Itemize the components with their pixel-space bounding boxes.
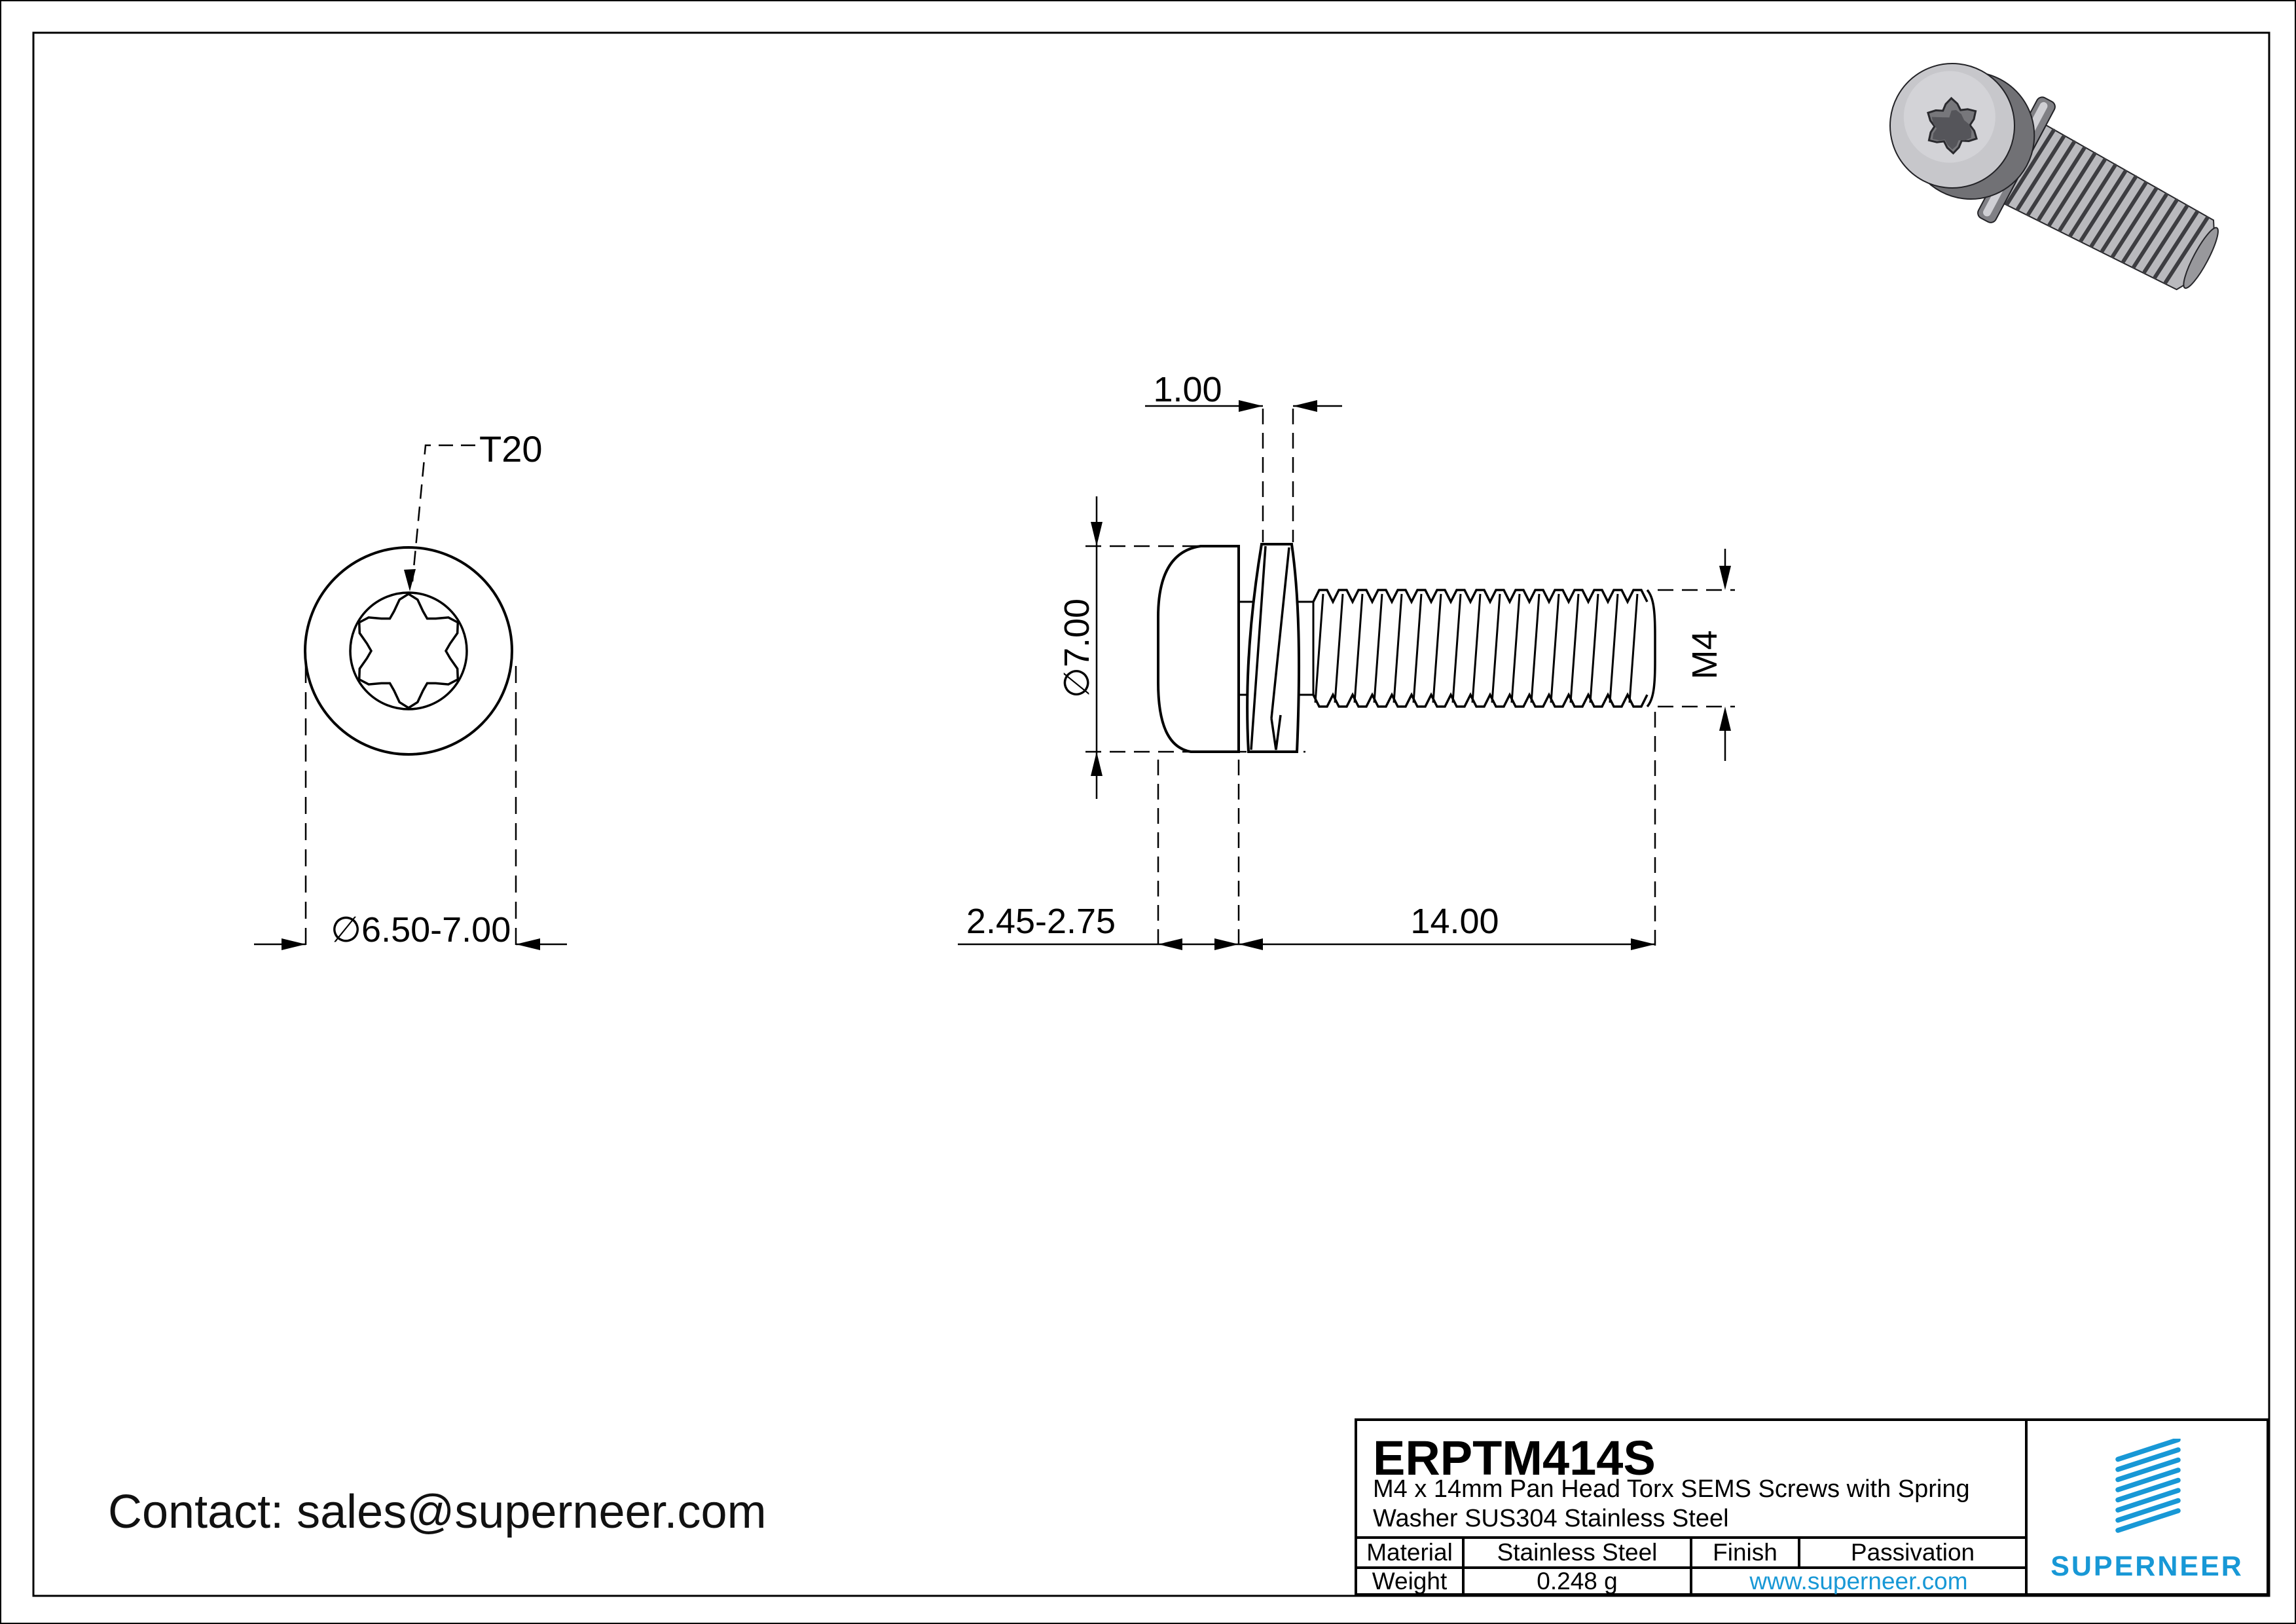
front-extension-lines — [304, 666, 517, 950]
head-outline-circle — [304, 546, 513, 756]
finish-value: Passivation — [1850, 1539, 1975, 1566]
weight-value: 0.248 g — [1537, 1567, 1618, 1595]
tb-divider-col3 — [1798, 1536, 1800, 1566]
material-label: Material — [1366, 1539, 1453, 1566]
render-3d — [1889, 62, 2219, 291]
front-view: ∅6.50-7.00 T20 — [254, 428, 567, 950]
part-description-line1: M4 x 14mm Pan Head Torx SEMS Screws with… — [1373, 1475, 1970, 1503]
material-value: Stainless Steel — [1497, 1539, 1658, 1566]
spring-washer-outline — [1246, 543, 1301, 753]
contact-line: Contact: sales@superneer.com — [108, 1486, 767, 1538]
washer-dim-arrow-left — [1239, 400, 1263, 412]
torx-leader-line — [411, 444, 475, 582]
side-head-diameter-label: ∅7.00 — [1057, 599, 1097, 698]
spring-washer-split-lines — [1250, 545, 1290, 750]
torx-recess-circle — [349, 591, 468, 710]
drawing-frame — [32, 31, 2270, 1597]
brand-logo-stripes — [2115, 1439, 2181, 1533]
part-description: M4 x 14mm Pan Head Torx SEMS Screws with… — [1373, 1475, 1970, 1534]
pan-head-outline — [1157, 545, 1240, 753]
thread-end-cap — [1646, 589, 1656, 708]
weight-label: Weight — [1372, 1567, 1448, 1595]
title-block: ERPTM414S M4 x 14mm Pan Head Torx SEMS S… — [1355, 1418, 2269, 1596]
thread-dia-extensions — [1658, 589, 1735, 708]
tb-divider-logo — [2025, 1421, 2028, 1593]
head-height-arrow-right — [1214, 938, 1239, 950]
torx-size-label: T20 — [479, 428, 543, 470]
thread-flank-lines — [1314, 593, 1639, 703]
tb-divider-row2-top — [1357, 1566, 2028, 1569]
head-dia-arrow-top — [1091, 522, 1102, 546]
render-thread-stripes — [2005, 128, 2210, 284]
tb-divider-col2 — [1690, 1536, 1692, 1593]
front-dim-arrow-right — [516, 938, 540, 950]
part-description-line2: Washer SUS304 Stainless Steel — [1373, 1505, 1729, 1532]
torx-leader-arrow — [404, 569, 416, 591]
thread-length-arrow-right — [1631, 938, 1655, 950]
part-number: ERPTM414S — [1373, 1431, 1656, 1485]
thread-dia-arrow-bottom — [1719, 707, 1731, 731]
side-view: 1.00 ∅7.00 M4 2.45-2.75 14.00 — [958, 370, 1735, 950]
front-dim-arrow-left — [282, 938, 306, 950]
torx-star-outline — [357, 592, 460, 710]
head-dia-arrow-bottom — [1091, 752, 1102, 776]
washer-dim-arrow-right — [1293, 400, 1317, 412]
render-thread-tip — [2183, 227, 2219, 289]
render-torx-shadow — [1931, 109, 1972, 150]
thread-length-label: 14.00 — [1410, 902, 1499, 941]
brand-name: SUPERNEER — [2050, 1551, 2244, 1582]
head-height-arrow-left — [1158, 938, 1182, 950]
front-head-diameter-label: ∅6.50-7.00 — [331, 910, 511, 950]
thread-spec-label: M4 — [1685, 630, 1724, 679]
washer-thickness-label: 1.00 — [1153, 370, 1222, 409]
washer-dim-extensions — [1262, 409, 1294, 542]
thread-length-arrow-left — [1239, 938, 1263, 950]
website-link[interactable]: www.superneer.com — [1749, 1567, 1968, 1595]
finish-label: Finish — [1713, 1539, 1777, 1566]
thread-bottom-crests — [1312, 692, 1649, 708]
thread-dia-arrow-top — [1719, 566, 1731, 590]
thread-top-crests — [1312, 589, 1649, 604]
tb-divider-col1 — [1462, 1536, 1465, 1593]
head-dia-extensions — [1085, 545, 1305, 753]
head-height-label: 2.45-2.75 — [966, 902, 1116, 941]
bottom-dim-extensions — [1157, 712, 1656, 950]
tb-divider-row1-top — [1357, 1536, 2028, 1539]
